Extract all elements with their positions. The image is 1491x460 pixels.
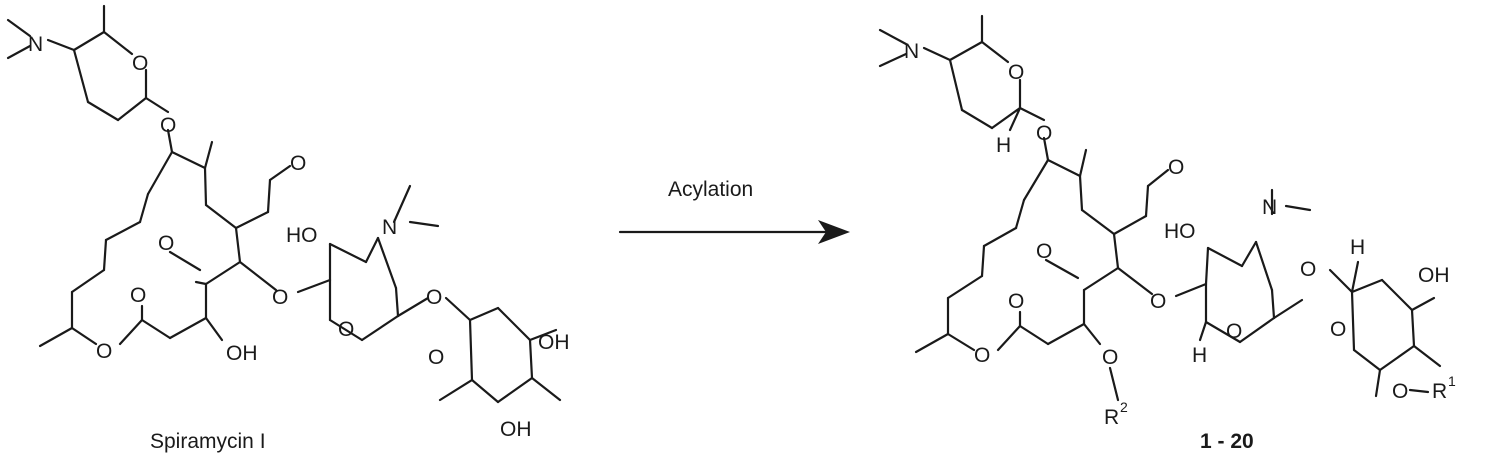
derivative-atom-labels: N O O H O N HO O O O H OH O O O H O O O … xyxy=(904,40,1456,429)
atom-label: N xyxy=(28,33,43,56)
superscript: 2 xyxy=(1120,399,1128,415)
mycarose-ring-derivative xyxy=(1328,260,1442,398)
reaction-label: Acylation xyxy=(668,178,753,201)
atom-label: H xyxy=(1192,344,1207,367)
atom-label: O xyxy=(132,52,148,75)
reaction-arrow: Acylation xyxy=(618,178,850,244)
macrolactone-ring xyxy=(38,128,292,348)
atom-label: O xyxy=(160,114,176,137)
atom-label: H xyxy=(1350,236,1365,259)
left-compound-name: Spiramycin I xyxy=(150,430,266,453)
mycaminose-ring-derivative xyxy=(1174,188,1312,344)
atom-label: O xyxy=(1300,258,1316,281)
atom-label: OH xyxy=(500,418,532,441)
mycarose-ring xyxy=(438,296,562,404)
derivative-structure: N O O H O N HO O O O H OH O O O H O O O … xyxy=(878,14,1456,453)
atom-label: HO xyxy=(286,224,318,247)
forosamine-ring xyxy=(6,4,170,122)
atom-label: O xyxy=(1008,61,1024,84)
atom-label: O xyxy=(1036,122,1052,145)
spiramycin-atom-labels: N O O O HO N O O O O O OH O OH O OH xyxy=(28,33,570,441)
forosamine-ring-derivative xyxy=(878,14,1046,132)
atom-label: O xyxy=(974,344,990,367)
atom-label: R xyxy=(1104,406,1119,429)
atom-label: O xyxy=(272,286,288,309)
superscript: 1 xyxy=(1448,373,1456,389)
atom-label: O xyxy=(96,340,112,363)
mycaminose-ring xyxy=(296,184,440,342)
atom-label: OH xyxy=(538,331,570,354)
macrolactone-ring-derivative xyxy=(914,136,1170,402)
atom-label: N xyxy=(904,40,919,63)
atom-label: O xyxy=(1168,156,1184,179)
atom-label: H xyxy=(996,134,1011,157)
atom-label: O xyxy=(338,318,354,341)
spiramycin-structure: N O O O HO N O O O O O OH O OH O OH Spir… xyxy=(6,4,570,453)
atom-label: O xyxy=(130,284,146,307)
atom-label: OH xyxy=(226,342,258,365)
atom-label: O xyxy=(1008,290,1024,313)
atom-label: O xyxy=(1102,346,1118,369)
atom-label: O xyxy=(290,152,306,175)
atom-label: O xyxy=(1150,290,1166,313)
right-compound-name: 1 - 20 xyxy=(1200,430,1254,453)
atom-label: N xyxy=(382,216,397,239)
atom-label: OH xyxy=(1418,264,1450,287)
atom-label: O xyxy=(1036,240,1052,263)
atom-label: O xyxy=(158,232,174,255)
atom-label: N xyxy=(1262,196,1277,219)
atom-label: HO xyxy=(1164,220,1196,243)
atom-label: O xyxy=(1226,320,1242,343)
atom-label: R xyxy=(1432,380,1447,403)
atom-label: O xyxy=(1392,380,1408,403)
atom-label: O xyxy=(426,286,442,309)
atom-label: O xyxy=(1330,318,1346,341)
atom-label: O xyxy=(428,346,444,369)
